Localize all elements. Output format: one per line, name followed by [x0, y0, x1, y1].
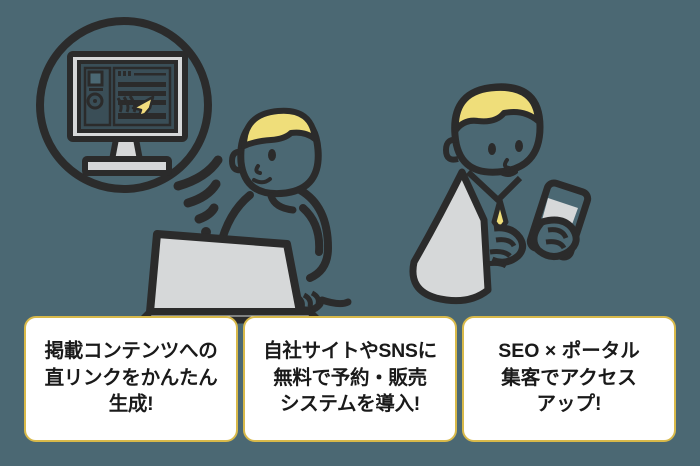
person-at-laptop [216, 107, 352, 314]
wifi-arc-inner [194, 203, 219, 224]
screen-sidebar [83, 66, 112, 127]
eye-right [515, 140, 523, 152]
feature-card-free-booking-system[interactable]: 自社サイトやSNSに 無料で予約・販売 システムを導入! [243, 316, 457, 442]
content-line-2 [118, 82, 166, 87]
laptop [138, 230, 322, 324]
finger-ring [485, 260, 508, 269]
feature-card-seo-portal[interactable]: SEO × ポータル 集客でアクセス アップ! [462, 316, 676, 442]
screen-content [112, 66, 172, 127]
neck [267, 192, 297, 214]
content-arc-1 [116, 97, 123, 113]
eye-left [488, 143, 496, 155]
finger-3 [310, 290, 321, 305]
arm-right-outer [296, 186, 333, 282]
content-line-3 [118, 91, 166, 96]
feature-cards-row: 掲載コンテンツへの 直リンクをかんたん 生成! 自社サイトやSNSに 無料で予約… [24, 316, 676, 442]
hair-front [241, 107, 318, 149]
finger-index [495, 237, 517, 248]
mouse-cable [318, 296, 352, 308]
mouth [252, 177, 272, 185]
content-panel [112, 66, 172, 127]
feature-card-direct-link-text: 掲載コンテンツへの 直リンクをかんたん 生成! [44, 339, 218, 416]
nose [502, 158, 511, 170]
content-tab-3 [128, 71, 131, 76]
sidebar-avatar-dot [93, 99, 97, 103]
yellow-arrow-cursor [131, 95, 155, 118]
eye [268, 149, 276, 161]
hand-palm [490, 224, 527, 266]
desktop-monitor-icon [67, 51, 188, 176]
finger-1 [547, 227, 569, 240]
sidebar-avatar [86, 92, 104, 110]
sidebar-thumbnail [87, 70, 104, 87]
circle-ring [36, 17, 212, 193]
shirt [409, 168, 492, 305]
arm-right-inner [299, 204, 324, 256]
mouth [497, 170, 518, 177]
feature-card-seo-portal-text: SEO × ポータル 集客でアクセス アップ! [498, 339, 640, 416]
hand-palm [530, 216, 580, 260]
nose [254, 164, 262, 175]
hand-holding-phone [530, 216, 580, 260]
feature-card-direct-link[interactable]: 掲載コンテンツへの 直リンクをかんたん 生成! [24, 316, 238, 442]
wifi-arc-middle [183, 179, 221, 208]
finger-2 [302, 292, 313, 308]
person-with-smartphone [409, 83, 592, 305]
sidebar-line-1 [89, 88, 103, 91]
content-arc-2 [122, 96, 130, 113]
sidebar-panel [83, 66, 112, 127]
monitor-circle-badge [36, 17, 212, 193]
hair [452, 84, 541, 133]
ear [228, 148, 244, 174]
content-arc-3 [128, 95, 137, 113]
content-line-1 [134, 73, 166, 76]
hand-pointing [485, 224, 527, 269]
content-tab-1 [118, 71, 121, 76]
ear [442, 136, 459, 163]
monitor-base [82, 156, 172, 176]
wifi-arc-outer [173, 155, 223, 191]
content-tab-2 [123, 71, 126, 76]
laptop-screen [146, 230, 304, 316]
feature-card-free-booking-system-text: 自社サイトやSNSに 無料で予約・販売 システムを導入! [263, 339, 437, 416]
finger-2 [545, 239, 567, 250]
finger-middle [489, 249, 512, 258]
